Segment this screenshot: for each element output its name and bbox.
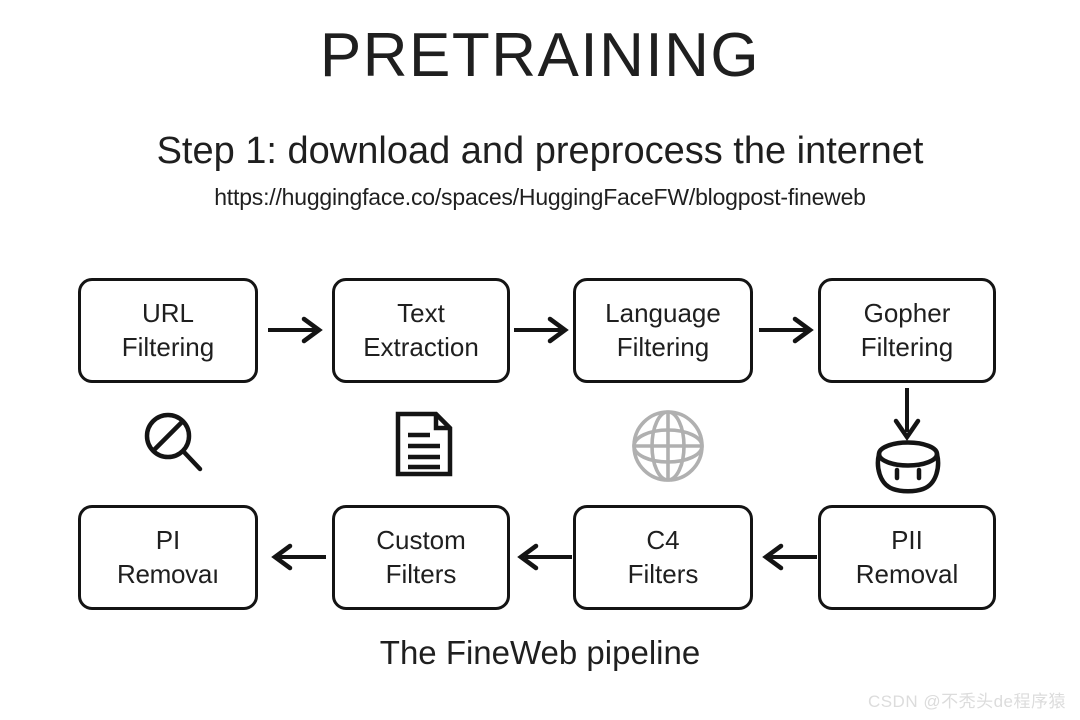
document-icon <box>388 408 460 480</box>
pipeline-step-pi-removal[interactable]: PI Removaı <box>78 505 258 610</box>
diagram-caption: The FineWeb pipeline <box>379 634 701 671</box>
arrow-right-icon <box>512 314 574 346</box>
source-url: https://huggingface.co/spaces/HuggingFac… <box>214 184 866 210</box>
arrow-down-icon <box>891 386 923 444</box>
pipeline-step-custom-filters[interactable]: Custom Filters <box>332 505 510 610</box>
step-label-line2: Filtering <box>616 331 710 362</box>
step-label-line2: Filters <box>627 558 699 589</box>
globe-icon <box>630 408 706 484</box>
step-label-line1: PI <box>155 525 181 556</box>
step-label-line2: Filtering <box>860 331 954 362</box>
arrow-left-icon <box>512 541 574 573</box>
pipeline-step-text-extraction[interactable]: Text Extraction <box>332 278 510 383</box>
step-label-line2: Filtering <box>121 331 215 362</box>
step-label-line1: PII <box>891 525 923 556</box>
pipeline-step-c4-filters[interactable]: C4 Filters <box>573 505 753 610</box>
arrow-right-icon <box>266 314 328 346</box>
pipeline-step-language-filtering[interactable]: Language Filtering <box>573 278 753 383</box>
step-label-line2: Filters <box>385 558 457 589</box>
no-search-icon <box>138 408 210 480</box>
page-subtitle: Step 1: download and preprocess the inte… <box>156 130 924 172</box>
arrow-left-icon <box>266 541 328 573</box>
step-label-line1: Custom <box>376 525 466 556</box>
step-label-line2: Removaı <box>117 558 219 589</box>
pipeline-step-gopher-filtering[interactable]: Gopher Filtering <box>818 278 996 383</box>
pipeline-step-url-filtering[interactable]: URL Filtering <box>78 278 258 383</box>
watermark: CSDN @不秃头de程序猿 <box>867 692 1066 711</box>
arrow-left-icon <box>757 541 819 573</box>
step-label-line1: C4 <box>646 525 680 556</box>
step-label-line2: Extraction <box>363 331 479 362</box>
arrow-right-icon <box>757 314 819 346</box>
step-label-line1: URL <box>141 298 194 329</box>
pipeline-step-pii-removal[interactable]: PII Removal <box>818 505 996 610</box>
step-label-line1: Gopher <box>863 298 951 329</box>
step-label-line2: Removal <box>855 558 959 589</box>
gopher-icon <box>873 440 943 494</box>
step-label-line1: Text <box>397 298 445 329</box>
step-label-line1: Language <box>605 298 721 329</box>
page-title: PRETRAINING <box>319 21 761 90</box>
